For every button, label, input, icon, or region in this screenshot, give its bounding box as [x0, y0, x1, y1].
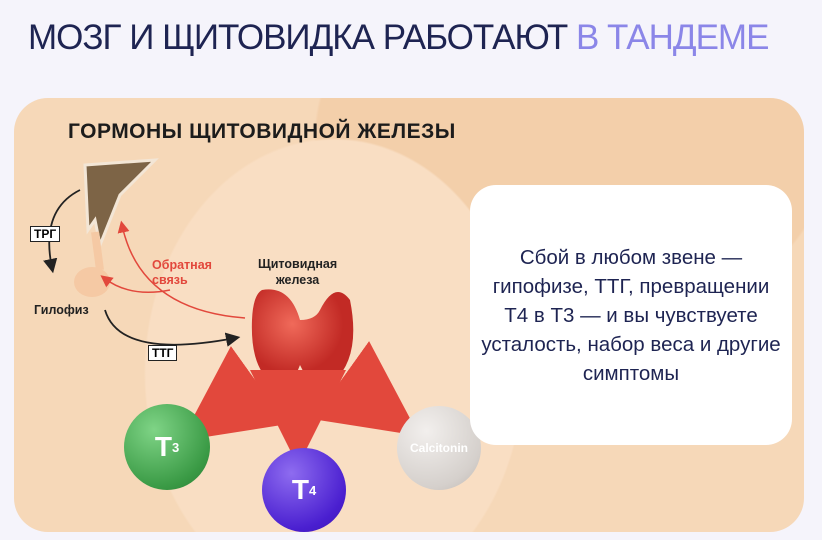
trg-label: ТРГ — [30, 226, 61, 242]
ttg-label: ТТГ — [148, 345, 178, 361]
pituitary-label: Гилофиз — [34, 303, 89, 317]
diagram-title: ГОРМОНЫ ЩИТОВИДНОЙ ЖЕЛЕЗЫ — [68, 120, 456, 143]
thyroid-gland — [251, 289, 354, 389]
page-title: МОЗГ И ЩИТОВИДКА РАБОТАЮТ В ТАНДЕМЕ — [28, 18, 769, 57]
calcitonin-hormone: Calcitonin — [397, 406, 481, 490]
info-card: Сбой в любом звене — гипофизе, ТТГ, прев… — [470, 185, 792, 445]
pituitary-gland — [74, 267, 110, 297]
info-text: Сбой в любом звене — гипофизе, ТТГ, прев… — [481, 245, 781, 385]
